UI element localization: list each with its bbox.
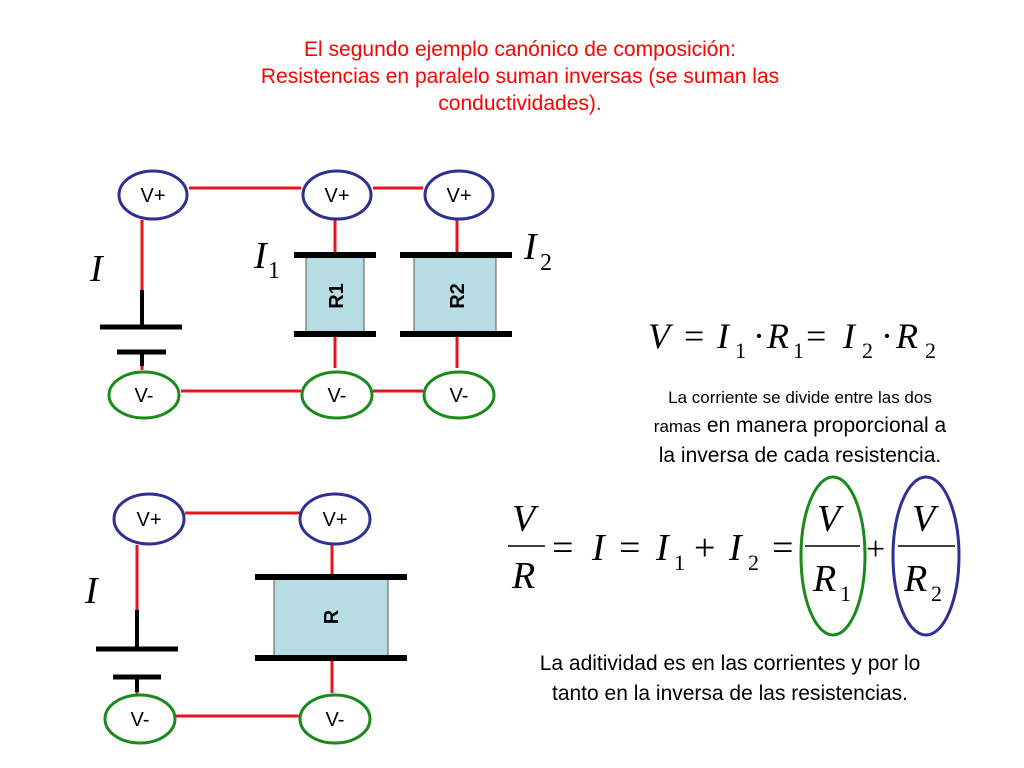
equation-sum-inverses: V R = I = I 1 + I 2 = V R 1 + V R 2 — [508, 475, 961, 637]
eq1-equals2: = — [806, 316, 826, 356]
eq2-equals2: = — [619, 527, 640, 569]
top-nodes: V+ V+ V+ V- V- V- — [107, 169, 496, 420]
eq1-v: V — [648, 316, 674, 356]
highlight-ellipse-blue — [891, 475, 961, 637]
node-v-minus-1 — [107, 370, 181, 420]
current-i-bottom: I — [84, 570, 100, 612]
current-i-top: I — [89, 248, 105, 290]
eq2-i2-sub: 2 — [748, 550, 759, 575]
eq1-equals: = — [684, 316, 704, 356]
eq1-i1: I — [716, 316, 731, 356]
eq2-plus2: + — [866, 531, 885, 568]
eq1-i2: I — [842, 316, 857, 356]
node-b-v-minus-1 — [103, 693, 177, 745]
resistor-r: R — [255, 574, 407, 661]
text-additivity-line2: tanto en la inversa de las resistencias. — [551, 682, 909, 705]
resistor-r2: R2 — [400, 252, 512, 337]
highlight-ellipse-green — [799, 475, 867, 637]
current-i1-sub: 1 — [268, 258, 280, 284]
resistor-r1: R1 — [294, 252, 376, 337]
node-v-minus-1-label: V- — [135, 385, 154, 407]
eq2-num-v: V — [512, 498, 539, 540]
text-current-divides-ramas: ramas — [653, 417, 702, 436]
current-i2-sub: 2 — [540, 250, 552, 276]
node-v-plus-2 — [301, 169, 373, 221]
eq2-f2-num: V — [912, 498, 939, 540]
eq2-equals3: = — [772, 527, 793, 569]
eq1-dot1: · — [753, 316, 765, 356]
text-current-divides-line1: La corriente se divide entre las dos — [668, 388, 932, 407]
node-b-v-plus-2-label: V+ — [322, 509, 347, 531]
text-current-divides: La corriente se divide entre las dos ram… — [600, 384, 1000, 470]
title-line-1: El segundo ejemplo canónico de composici… — [304, 38, 736, 61]
node-v-plus-1 — [117, 169, 189, 221]
eq2-f2-den: R — [903, 558, 927, 600]
node-v-minus-3 — [422, 370, 496, 420]
bottom-nodes: V+ V+ V- V- — [103, 492, 372, 745]
eq2-i: I — [591, 527, 607, 569]
eq2-f1-den: R — [812, 558, 836, 600]
eq1-i1-sub: 1 — [735, 338, 746, 363]
eq1-r2: R — [895, 316, 918, 356]
text-additivity: La aditividad es en las corrientes y por… — [480, 649, 980, 709]
node-v-plus-1-label: V+ — [140, 185, 165, 207]
eq2-f2-sub: 2 — [931, 581, 942, 606]
node-b-v-plus-1-label: V+ — [136, 509, 161, 531]
battery-bottom — [96, 610, 178, 692]
text-current-divides-line3: la inversa de cada resistencia. — [658, 444, 942, 467]
node-b-v-plus-2 — [298, 492, 372, 546]
node-v-minus-3-label: V- — [450, 385, 469, 407]
r1-label: R1 — [326, 283, 348, 309]
node-b-v-minus-2 — [298, 693, 372, 745]
eq1-r1: R — [766, 316, 789, 356]
node-v-minus-2-label: V- — [328, 385, 347, 407]
top-circuit-wires — [140, 186, 459, 393]
eq1-r1-sub: 1 — [793, 338, 804, 363]
equation-ohm-parallel: V = I 1 · R 1 = I 2 · R 2 — [648, 316, 936, 363]
battery-top — [100, 290, 182, 366]
eq2-i1-sub: 1 — [674, 550, 685, 575]
text-current-divides-line2: ramas en manera proporcional a — [600, 412, 1000, 442]
eq1-r2-sub: 2 — [925, 338, 936, 363]
node-v-minus-2 — [300, 370, 374, 420]
current-i2-symbol: I — [523, 226, 539, 268]
eq2-i2: I — [728, 527, 744, 569]
node-b-v-minus-1-label: V- — [131, 709, 150, 731]
node-v-plus-3 — [423, 169, 495, 221]
eq2-equals1: = — [552, 527, 573, 569]
text-current-divides-proportional: en manera proporcional a — [701, 414, 947, 437]
eq2-den-r: R — [511, 555, 535, 597]
eq1-i2-sub: 2 — [862, 338, 873, 363]
node-b-v-minus-2-label: V- — [326, 709, 345, 731]
eq2-f1-num: V — [817, 498, 844, 540]
r2-label: R2 — [447, 283, 469, 309]
eq2-plus1: + — [694, 527, 715, 569]
eq2-i1: I — [655, 527, 671, 569]
r-label: R — [321, 609, 343, 624]
slide-title: El segundo ejemplo canónico de composici… — [150, 36, 890, 117]
eq2-f1-sub: 1 — [840, 581, 851, 606]
eq1-dot2: · — [881, 316, 893, 356]
title-line-2: Resistencias en paralelo suman inversas … — [260, 65, 780, 88]
node-v-plus-3-label: V+ — [446, 185, 471, 207]
title-line-3: conductividades). — [438, 92, 602, 115]
node-b-v-plus-1 — [112, 492, 186, 546]
text-additivity-line1: La aditividad es en las corrientes y por… — [539, 652, 921, 675]
node-v-plus-2-label: V+ — [324, 185, 349, 207]
current-i1-symbol: I — [253, 235, 269, 277]
